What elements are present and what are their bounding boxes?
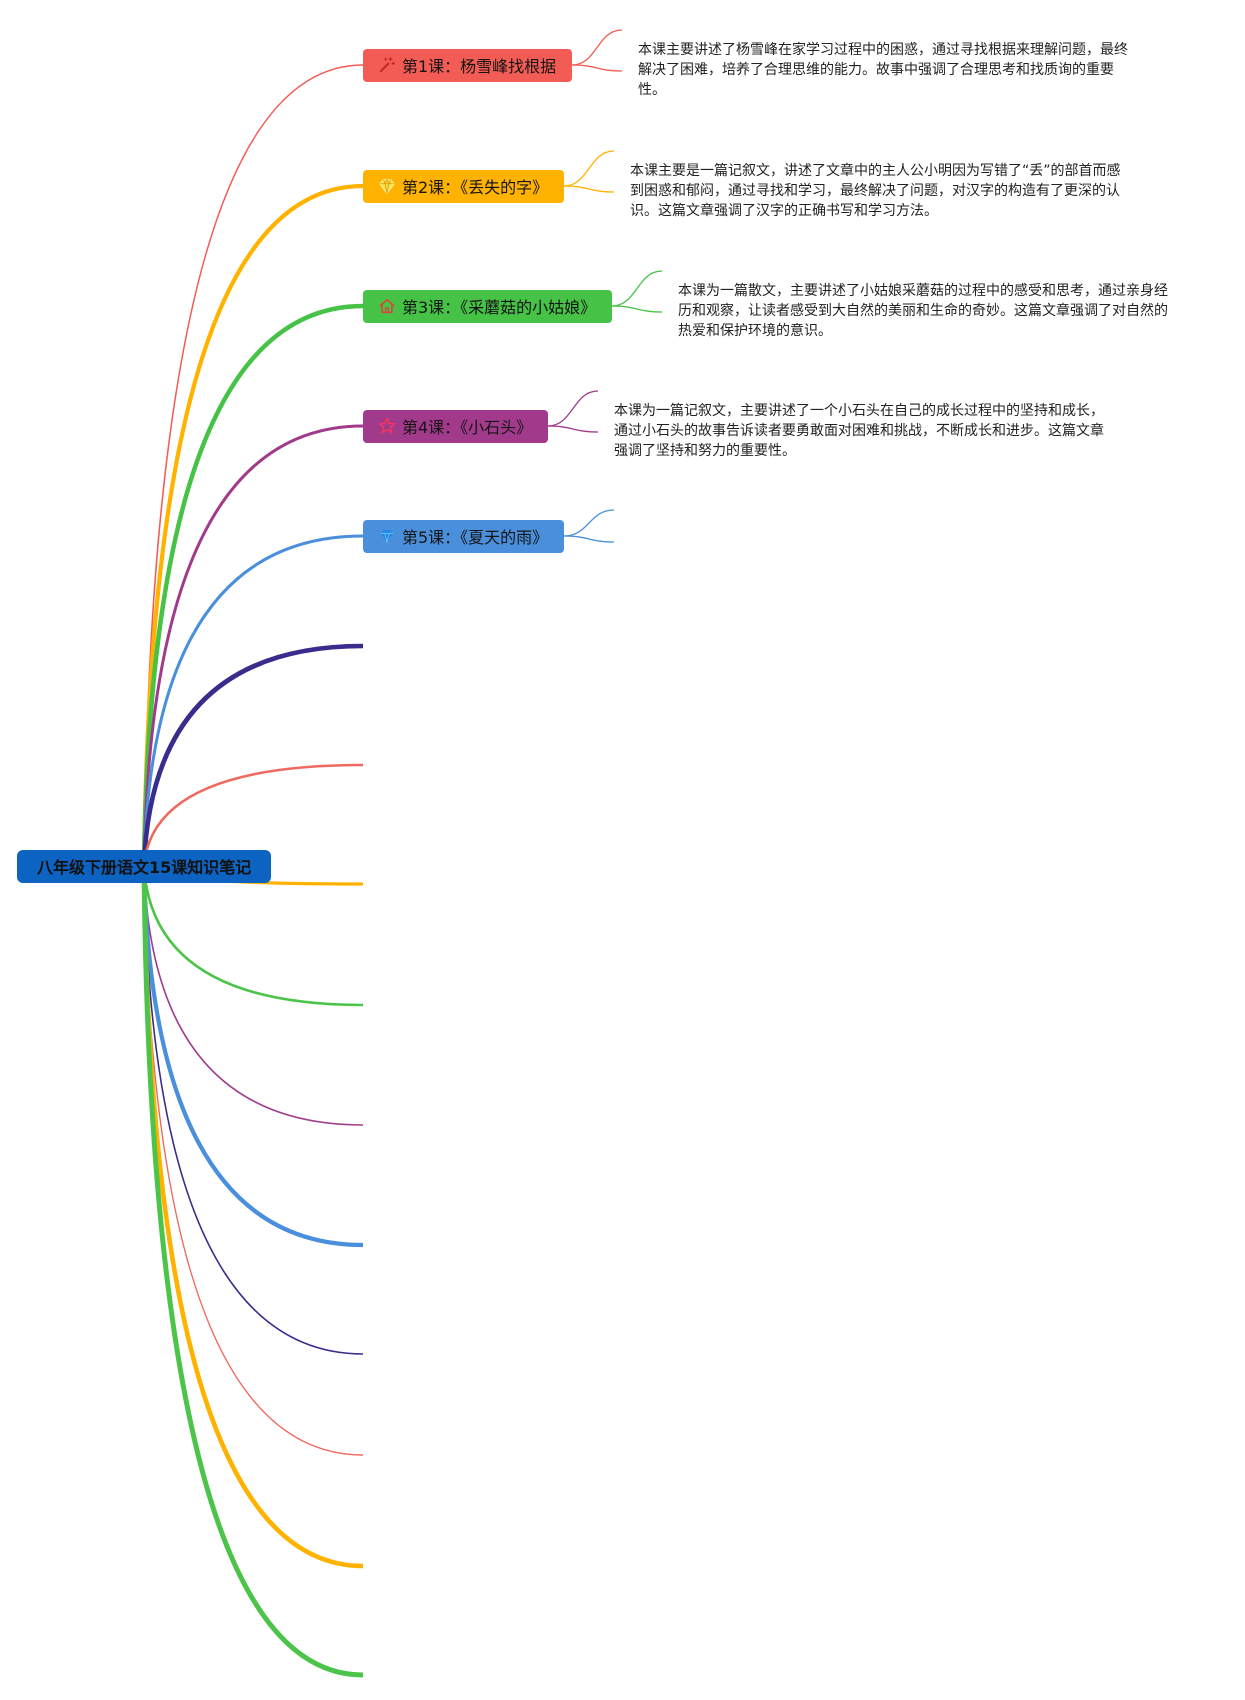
description-connector-1-top	[571, 29, 623, 66]
star-icon	[378, 417, 396, 435]
topic-label: 第3课：《采蘑菇的小姑娘》	[402, 298, 597, 317]
branch-line-15	[141, 865, 364, 1678]
branch-line-9	[142, 865, 364, 1007]
magic-wand-icon	[378, 56, 396, 74]
home-icon	[378, 297, 396, 315]
description-connector-5-bottom	[563, 535, 615, 543]
topic-lesson-2[interactable]: 第2课：《丢失的字》	[363, 169, 565, 203]
description-connector-2-bottom	[563, 185, 615, 193]
topic-description-lesson-1[interactable]: 本课主要讲述了杨雪峰在家学习过程中的困惑，通过寻找根据来理解问题，最终解决了困难…	[638, 42, 1128, 98]
topic-lesson-5[interactable]: 第5课：《夏天的雨》	[363, 519, 565, 553]
diamond-icon	[378, 527, 396, 545]
branch-line-7	[142, 763, 364, 867]
description-connector-4-bottom	[547, 425, 599, 433]
description-connector-5-top	[563, 509, 615, 537]
branch-line-10	[143, 865, 364, 1126]
topic-lesson-4[interactable]: 第4课：《小石头》	[363, 409, 549, 443]
description-connector-4-top	[547, 390, 599, 427]
branch-line-3	[141, 303, 364, 867]
topic-label: 第1课：杨雪峰找根据	[402, 57, 557, 76]
branch-line-11	[141, 865, 364, 1248]
description-connector-1-bottom	[571, 64, 623, 72]
topic-description-lesson-4[interactable]: 本课为一篇记叙文，主要讲述了一个小石头在自己的成长过程中的坚持和成长，通过小石头…	[614, 403, 1104, 459]
topic-lesson-3[interactable]: 第3课：《采蘑菇的小姑娘》	[363, 289, 613, 323]
topic-lesson-1[interactable]: 第1课：杨雪峰找根据	[363, 48, 573, 82]
topic-label: 第2课：《丢失的字》	[402, 178, 549, 197]
branch-line-1	[143, 64, 364, 867]
central-topic-label: 八年级下册语文15课知识笔记	[37, 858, 252, 877]
branch-line-13	[143, 865, 364, 1456]
branch-line-4	[142, 424, 364, 867]
branch-line-5	[142, 534, 364, 867]
topic-label: 第5课：《夏天的雨》	[402, 528, 549, 547]
branch-line-12	[143, 865, 364, 1355]
branch-line-6	[141, 643, 364, 867]
description-connector-3-top	[611, 270, 663, 307]
description-connector-3-bottom	[611, 305, 663, 313]
branch-line-2	[141, 183, 364, 867]
gem-icon	[378, 177, 396, 195]
description-connector-2-top	[563, 150, 615, 187]
topic-label: 第4课：《小石头》	[402, 418, 533, 437]
central-topic[interactable]: 八年级下册语文15课知识笔记	[17, 849, 272, 883]
topic-description-lesson-2[interactable]: 本课主要是一篇记叙文，讲述了文章中的主人公小明因为写错了“丢”的部首而感到困惑和…	[630, 163, 1121, 219]
topic-description-lesson-3[interactable]: 本课为一篇散文，主要讲述了小姑娘采蘑菇的过程中的感受和思考，通过亲身经历和观察，…	[678, 283, 1168, 339]
